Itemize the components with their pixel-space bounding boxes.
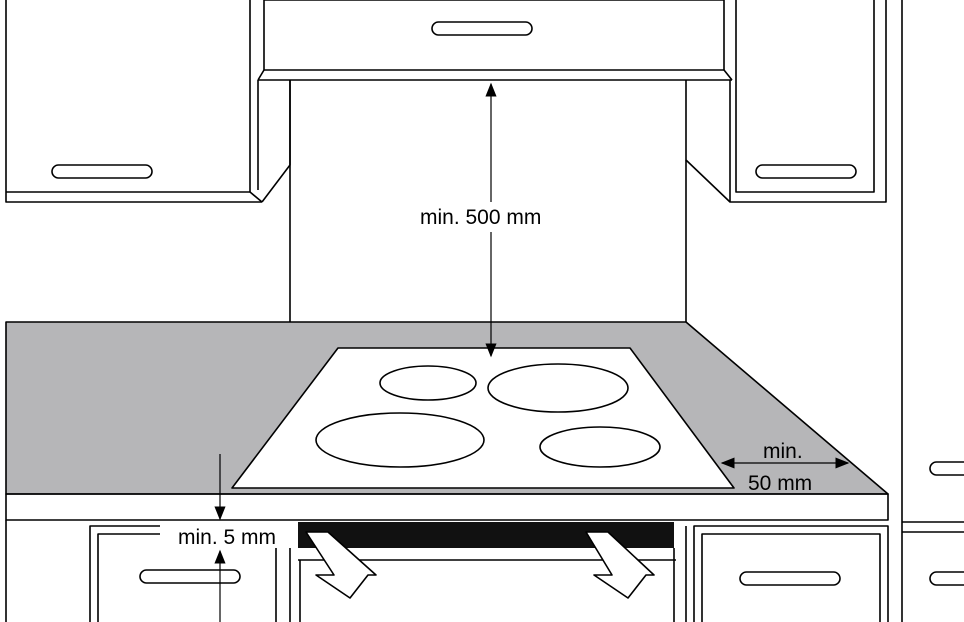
hood-handle — [431, 21, 533, 36]
cabinet-handle-lower-left — [139, 569, 241, 584]
airflow-arrow-right — [585, 531, 655, 599]
extractor-hood — [257, 0, 733, 81]
backsplash — [289, 80, 687, 322]
cabinet-handle-tall-upper — [929, 461, 964, 476]
label-bg-5mm — [160, 524, 296, 548]
cabinet-handle-upper-left — [51, 164, 153, 179]
hob-glass — [231, 347, 735, 489]
label-min-500mm: min. 500 mm — [420, 206, 541, 229]
label-min-50mm-line1: min. — [763, 440, 803, 463]
airflow-arrow-left — [305, 531, 377, 599]
label-min-5mm: min. 5 mm — [178, 526, 276, 549]
hob — [231, 347, 735, 489]
cooking-zone-rear-left — [379, 365, 477, 401]
upper-cabinet-right — [685, 0, 887, 203]
label-min-50mm-line2: 50 mm — [748, 472, 812, 495]
cooking-zone-front-left — [315, 412, 485, 468]
cabinet-handle-tall-lower — [929, 571, 964, 586]
tall-cabinet-right — [901, 0, 964, 622]
cabinet-handle-upper-right — [755, 164, 857, 179]
cooking-zone-front-right — [539, 426, 661, 468]
label-bg-500mm — [418, 202, 564, 232]
cooking-zone-rear-right — [487, 363, 629, 413]
upper-cabinet-left — [5, 0, 291, 203]
cabinet-handle-lower-right — [739, 571, 841, 586]
worktop-front-edge — [5, 493, 889, 521]
